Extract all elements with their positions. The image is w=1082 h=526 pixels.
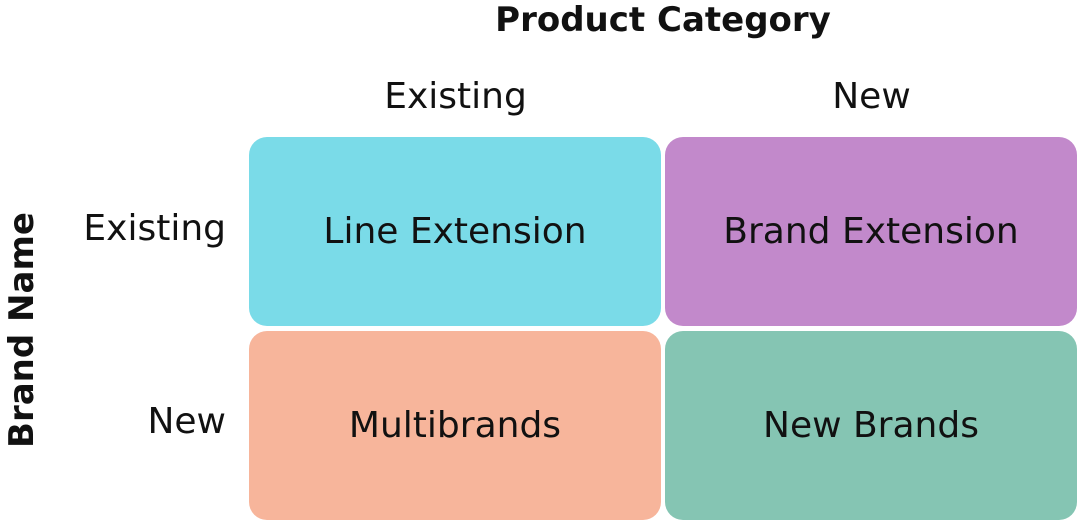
row-header-new: New — [147, 401, 226, 442]
cell-brand-extension: Brand Extension — [665, 137, 1077, 326]
row-header-existing: Existing — [83, 208, 226, 249]
cell-new-brands: New Brands — [665, 331, 1077, 520]
cell-line-extension: Line Extension — [249, 137, 661, 326]
cell-multibrands: Multibrands — [249, 331, 661, 520]
column-header-new: New — [832, 76, 911, 117]
column-header-existing: Existing — [384, 76, 527, 117]
brand-name-title: Brand Name — [2, 212, 42, 448]
product-category-title: Product Category — [495, 0, 831, 40]
